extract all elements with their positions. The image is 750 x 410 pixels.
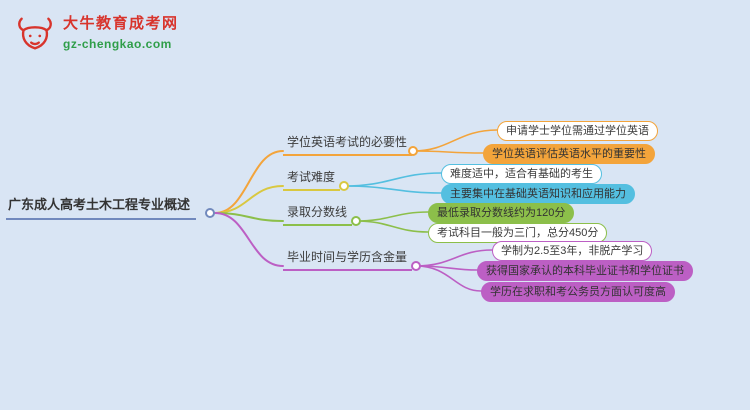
root-branch-link	[214, 150, 284, 214]
branch-admission-score: 录取分数线	[283, 202, 353, 226]
leaf-min-score-120: 最低录取分数线约为120分	[428, 203, 575, 223]
root-branch-link	[214, 185, 284, 214]
root-topic: 广东成人高考土木工程专业概述	[6, 192, 197, 220]
site-url: gz-chengkao.com	[63, 37, 172, 51]
branch-node-dot	[351, 216, 361, 226]
leaf-basic-english-focus: 主要集中在基础英语知识和应用能力	[441, 184, 635, 204]
leaf-study-duration: 学制为2.5至3年，非脱产学习	[492, 241, 653, 261]
branch-leaf-link	[355, 220, 429, 233]
branch-exam-difficulty: 考试难度	[283, 167, 341, 191]
bull-logo-icon	[14, 13, 56, 60]
branch-leaf-link	[343, 185, 442, 194]
branch-graduation-value: 毕业时间与学历含金量	[283, 247, 413, 271]
branch-leaf-link	[412, 150, 484, 154]
leaf-three-subjects-450: 考试科目一般为三门，总分450分	[428, 223, 608, 243]
branch-node-dot	[411, 261, 421, 271]
root-node-dot	[205, 208, 215, 218]
leaf-apply-bachelor-degree: 申请学士学位需通过学位英语	[497, 121, 658, 141]
site-logo[interactable]: 大牛教育成考网 gz-chengkao.com	[14, 12, 179, 60]
leaf-moderate-difficulty: 难度适中，适合有基础的考生	[441, 164, 602, 184]
branch-leaf-link	[355, 211, 429, 222]
leaf-state-recognized-diploma: 获得国家承认的本科毕业证书和学位证书	[477, 261, 693, 281]
branch-leaf-link	[415, 265, 482, 292]
root-branch-link	[214, 212, 284, 267]
branch-leaf-link	[343, 172, 442, 187]
leaf-job-civil-service-recognition: 学历在求职和考公务员方面认可度高	[481, 282, 675, 302]
branch-node-dot	[339, 181, 349, 191]
leaf-english-level-importance: 学位英语评估英语水平的重要性	[483, 144, 655, 164]
branch-degree-english-necessity: 学位英语考试的必要性	[283, 132, 413, 156]
site-name: 大牛教育成考网	[63, 15, 179, 32]
branch-node-dot	[408, 146, 418, 156]
